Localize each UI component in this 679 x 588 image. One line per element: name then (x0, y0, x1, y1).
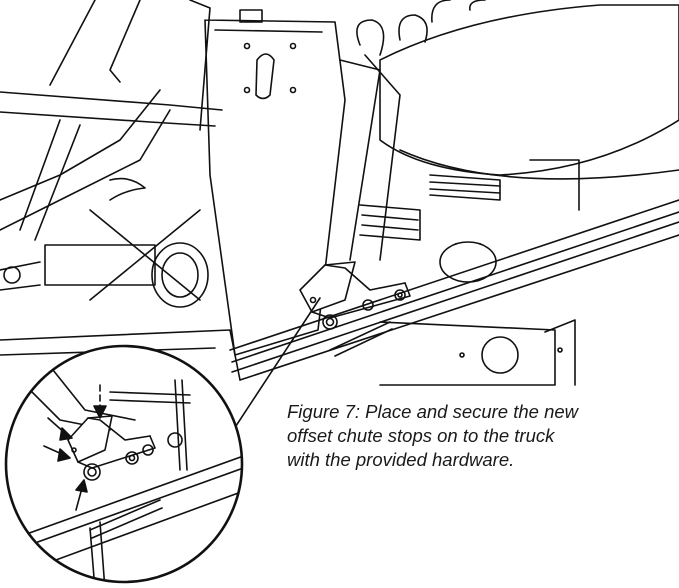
truck-body-drawing (0, 0, 679, 386)
caption-line-1: Figure 7: Place and secure the new (287, 401, 579, 422)
chute-stop-bracket (299, 261, 411, 330)
caption-line-2: offset chute stops on to the truck (287, 425, 555, 446)
caption-line-3: with the provided hardware. (287, 449, 515, 470)
callout-leader-line (231, 297, 321, 433)
detail-magnifier (4, 344, 244, 584)
arrows (43, 384, 107, 511)
figure-caption: Figure 7: Place and secure the new offse… (287, 400, 679, 472)
